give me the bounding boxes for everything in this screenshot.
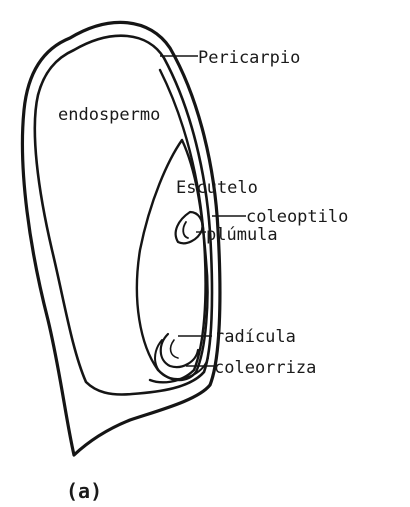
label-escutelo: Escutelo (176, 178, 258, 198)
label-pericarpio: Pericarpio (198, 48, 300, 68)
label-coleoptilo: coleoptilo (246, 207, 348, 227)
radicle-inner (171, 340, 178, 358)
radicle-outline (161, 334, 198, 367)
label-endospermo: endospermo (58, 105, 160, 125)
coleoptile-outline (176, 212, 203, 243)
figure-caption: (a) (66, 479, 102, 503)
label-radicula: radícula (214, 327, 296, 347)
pericarp-outline (22, 22, 219, 455)
plumule-outline (183, 222, 188, 238)
label-coleorriza: coleorriza (214, 358, 316, 378)
label-plumula: plúmula (206, 225, 278, 245)
